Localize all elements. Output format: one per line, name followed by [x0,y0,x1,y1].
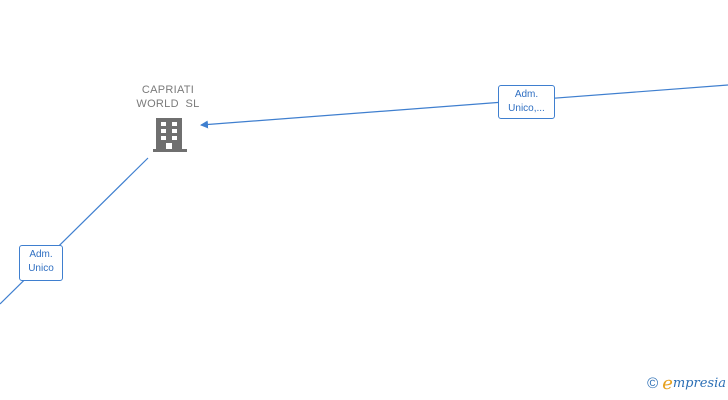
empresia-watermark: © e mpresia [647,373,726,394]
brand-initial: e [662,373,673,394]
relation-label-left-line2: Unico [28,263,54,274]
relation-label-top-line2: Unico,... [508,103,545,114]
relation-label-top[interactable]: Adm. Unico,... [498,85,555,119]
copyright-icon: © [647,375,659,392]
relation-label-left[interactable]: Adm. Unico [19,245,63,281]
relation-label-left-line1: Adm. [29,249,53,260]
building-icon[interactable] [153,117,187,153]
company-name-line2: WORLD SL [136,98,200,110]
company-name[interactable]: CAPRIATI WORLD SL [118,83,218,111]
relation-label-top-line1: Adm. [514,89,539,100]
company-name-line1: CAPRIATI [141,84,195,96]
edge-left [0,157,149,305]
edge-top [200,84,728,129]
brand-name: mpresia [672,376,726,391]
